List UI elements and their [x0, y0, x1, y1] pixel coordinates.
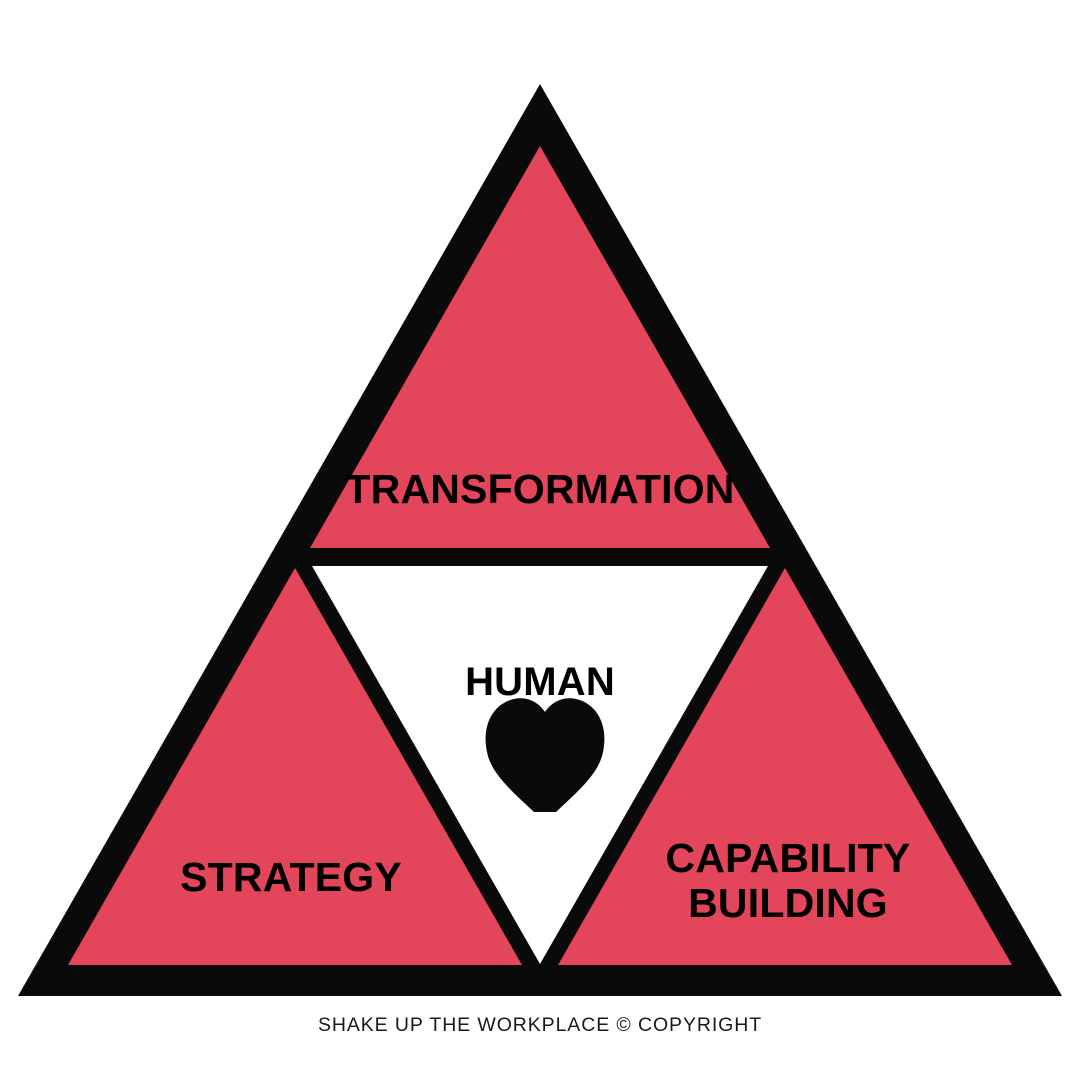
segment-transformation-shape[interactable]	[310, 146, 770, 548]
heart-icon-point	[489, 752, 600, 812]
segment-human[interactable]: HUMAN	[312, 566, 768, 964]
segment-capability-building-label-line2: BUILDING	[688, 880, 888, 926]
segment-capability-building-shape[interactable]	[558, 568, 1012, 965]
segment-strategy[interactable]: STRATEGY	[68, 568, 522, 965]
segment-transformation-label: TRANSFORMATION	[345, 466, 734, 512]
segment-transformation[interactable]: TRANSFORMATION	[310, 146, 770, 548]
segment-strategy-label: STRATEGY	[180, 854, 402, 900]
segment-capability-building[interactable]: CAPABILITY BUILDING	[558, 568, 1012, 965]
segment-strategy-shape[interactable]	[68, 568, 522, 965]
segment-capability-building-label-line1: CAPABILITY	[666, 835, 911, 881]
footer-copyright: SHAKE UP THE WORKPLACE © COPYRIGHT	[318, 1014, 762, 1036]
segment-human-label: HUMAN	[465, 660, 615, 704]
